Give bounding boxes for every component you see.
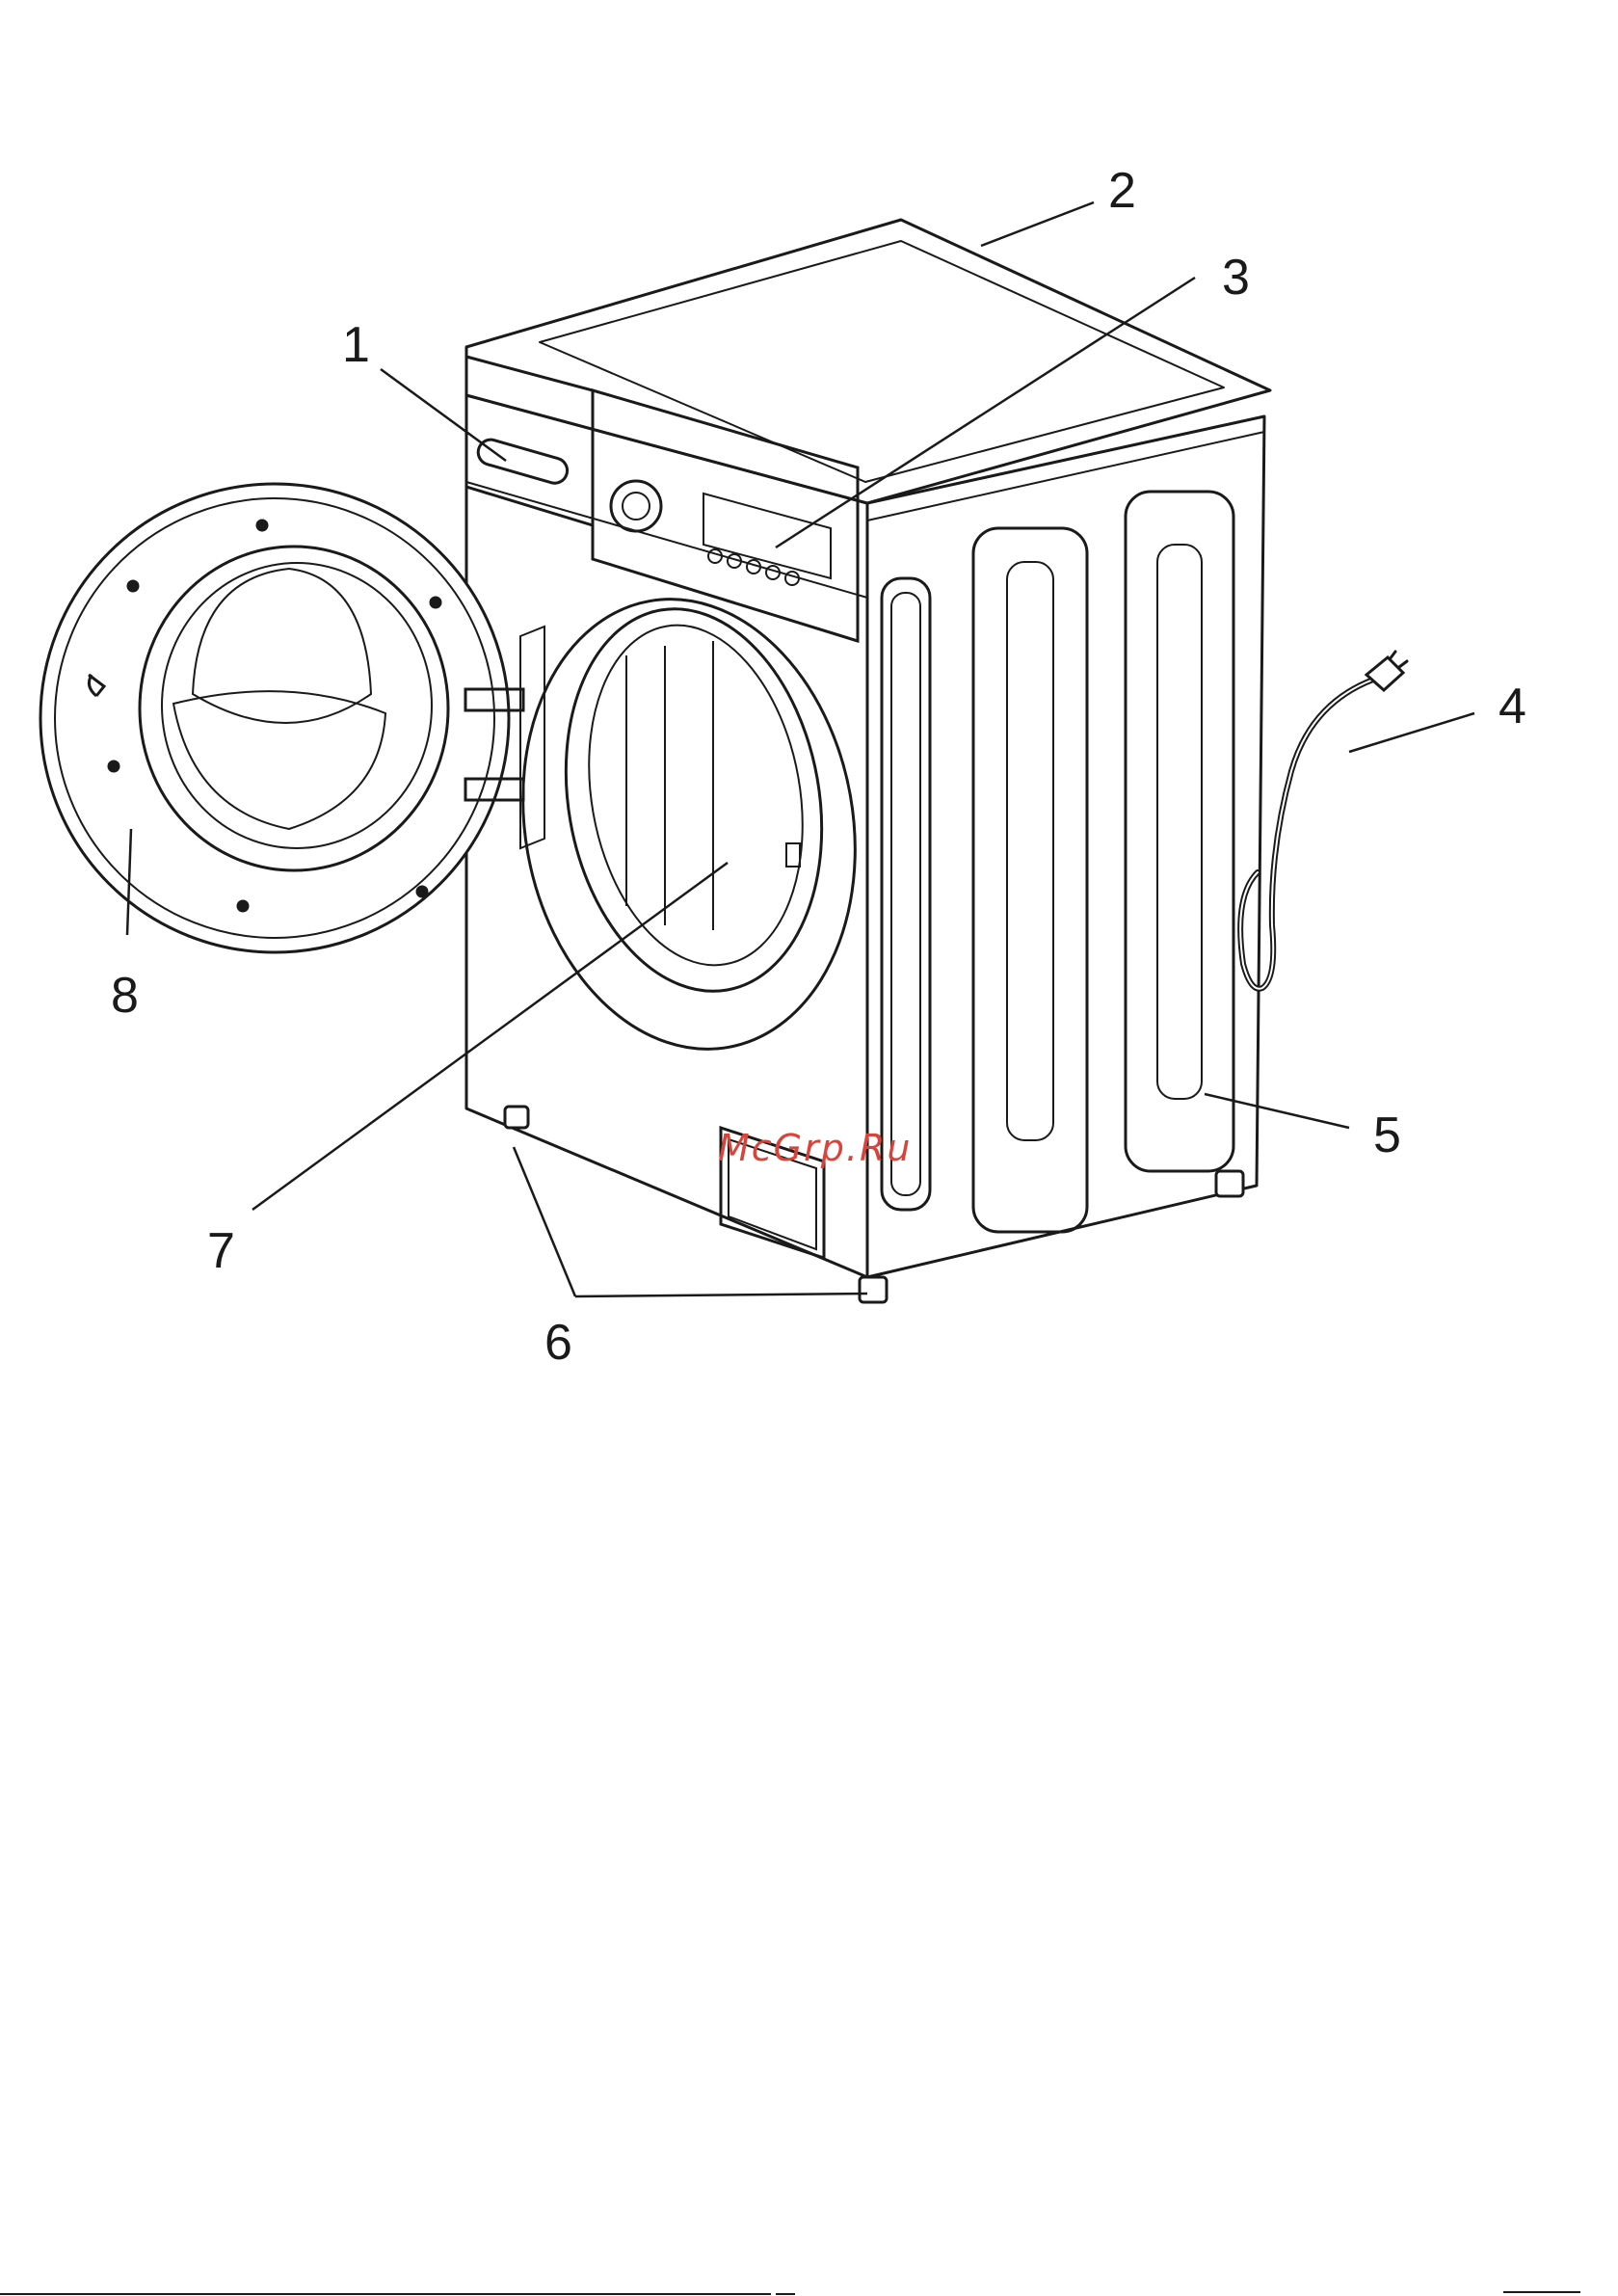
door-outer-ring xyxy=(40,484,509,952)
foot xyxy=(860,1277,887,1302)
foot xyxy=(505,1107,528,1128)
callout-6: 6 xyxy=(544,1315,572,1371)
door-screw xyxy=(431,598,440,607)
door-screw xyxy=(417,887,427,896)
page-bottom-edge xyxy=(0,2292,1580,2294)
callout-4: 4 xyxy=(1499,679,1526,734)
leader-line-6a xyxy=(514,1147,575,1296)
door-screw xyxy=(238,901,248,911)
callout-1: 1 xyxy=(342,317,370,373)
callout-3: 3 xyxy=(1222,250,1250,306)
leader-line-4 xyxy=(1349,713,1474,752)
power-cord xyxy=(1240,652,1407,989)
power-plug xyxy=(1366,657,1403,690)
door-screw xyxy=(109,761,119,771)
callout-5: 5 xyxy=(1373,1108,1401,1163)
watermark: McGrp.Ru xyxy=(718,1127,912,1169)
machine-body xyxy=(466,220,1270,1277)
callout-2: 2 xyxy=(1108,163,1136,219)
leader-line-6b xyxy=(575,1294,867,1296)
callout-7: 7 xyxy=(207,1223,235,1279)
door-screw xyxy=(128,581,138,591)
leader-line-2 xyxy=(981,202,1094,246)
callout-8: 8 xyxy=(111,968,139,1024)
foot xyxy=(1216,1171,1243,1196)
side-panel xyxy=(867,416,1264,1277)
door-screw xyxy=(257,521,267,530)
